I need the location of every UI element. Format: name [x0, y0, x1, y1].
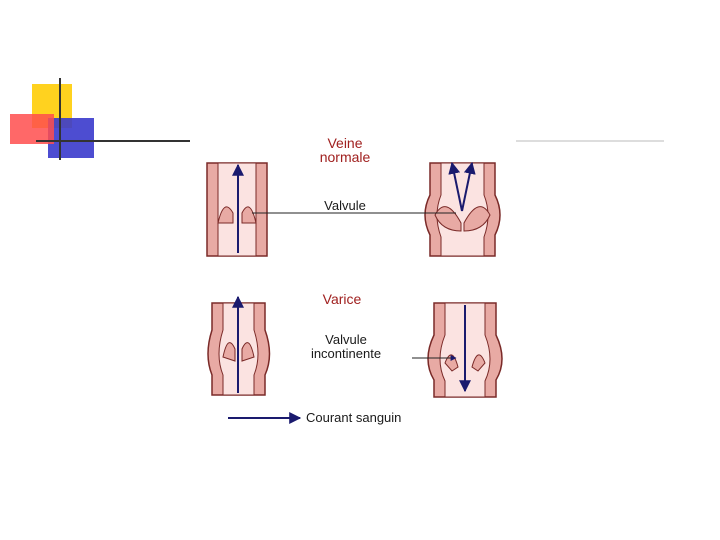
label-normal-vein: Veine normale [300, 136, 390, 164]
vein-diagram-svg [206, 161, 503, 424]
slide-decoration [10, 78, 664, 160]
normal-vein-closed-valve [424, 161, 501, 257]
normal-vein-open-valve [206, 162, 268, 257]
legend-label: Courant sanguin [306, 410, 402, 425]
blue-square [48, 118, 94, 158]
label-normal-vein-line2: normale [319, 149, 371, 165]
label-incontinent-valve: Valvule incontinente [290, 333, 402, 361]
label-incontinent-line1: Valvule [325, 332, 367, 347]
label-incontinent-line2: incontinente [310, 346, 382, 361]
varicose-vein-reflux [427, 302, 503, 398]
label-normal-vein-line1: Veine [327, 135, 363, 151]
varicose-vein-upward [207, 295, 271, 396]
red-square [10, 114, 54, 144]
label-valve: Valvule [324, 198, 366, 213]
vein-diagram: Veine normale Valvule Varice Valvule inc… [190, 125, 520, 435]
label-varicose: Varice [322, 291, 362, 307]
